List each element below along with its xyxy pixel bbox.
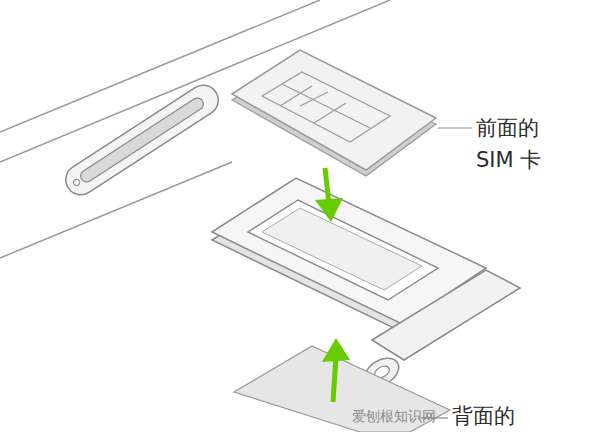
part-label: 背面的 [452, 404, 542, 428]
sim-tray [212, 178, 520, 391]
leader-line [438, 127, 472, 128]
watermark: 爱刨根知识网 [352, 407, 448, 425]
front-sim-card [232, 50, 436, 176]
sim-slot [60, 79, 224, 200]
insert-arrows [315, 168, 350, 402]
part-label: 前面的 SIM 卡 [476, 112, 562, 176]
